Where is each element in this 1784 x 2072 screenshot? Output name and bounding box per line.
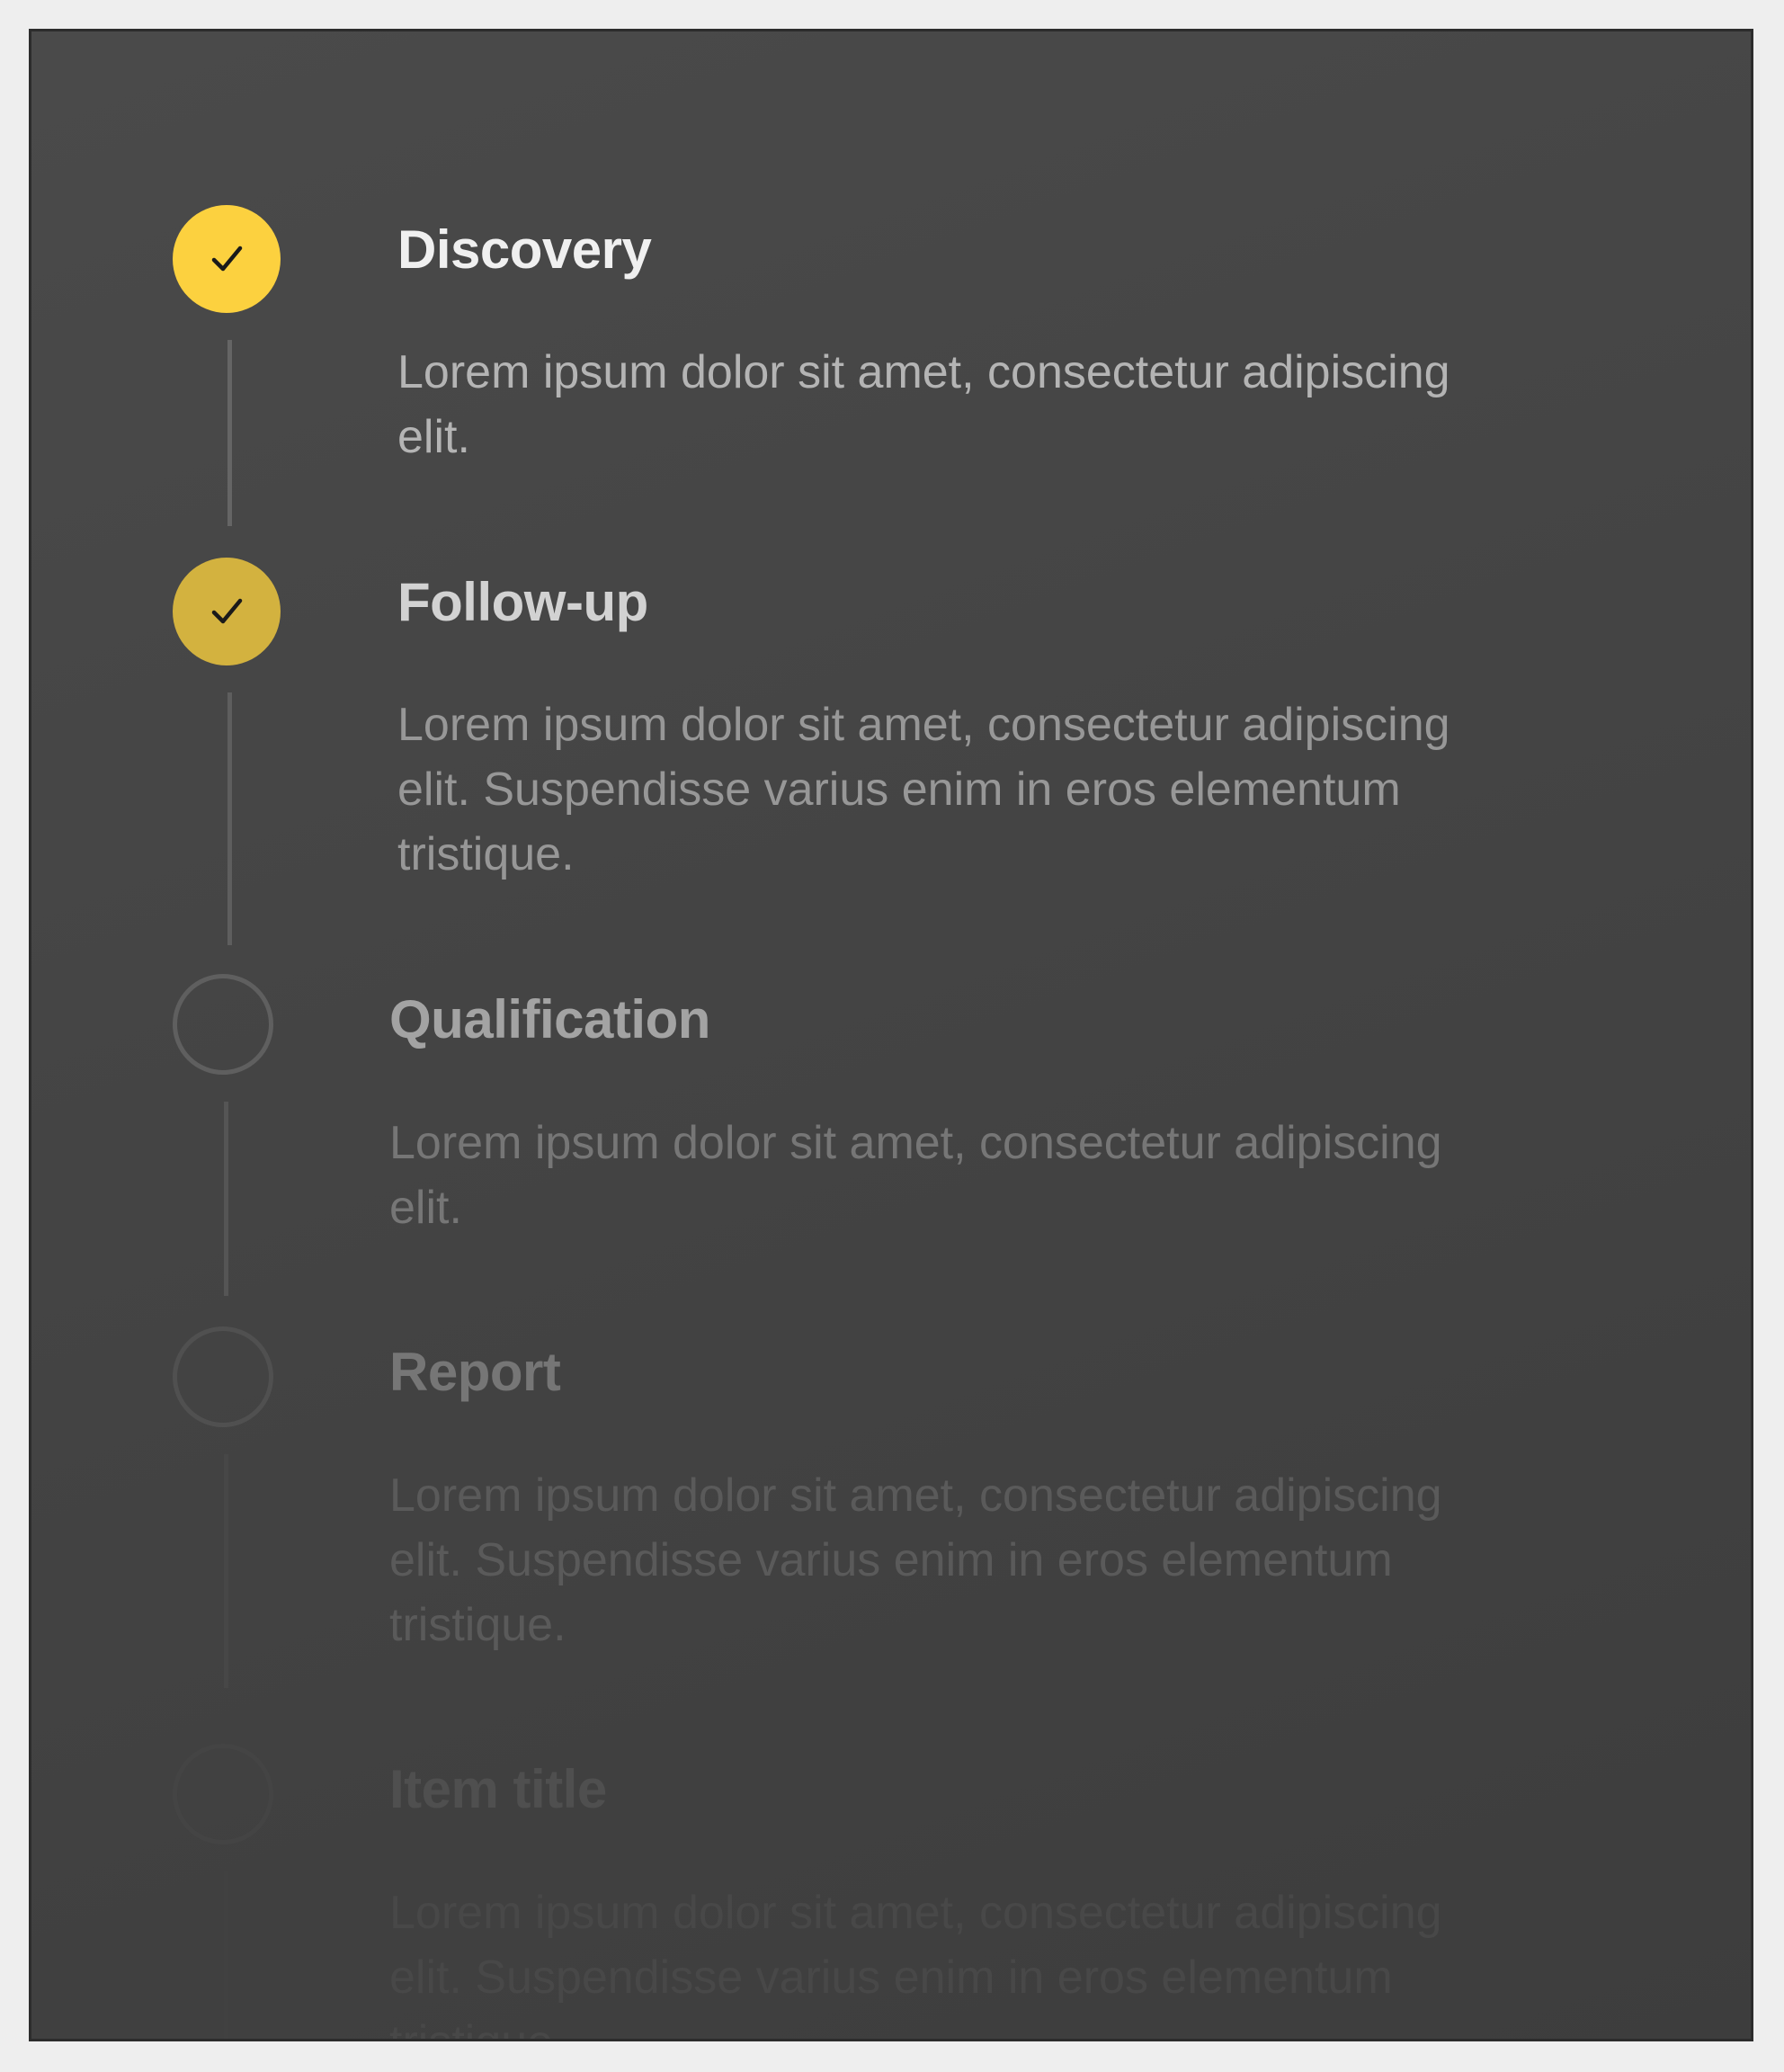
step-status-marker <box>173 1326 273 1427</box>
step-title: Qualification <box>389 989 710 1049</box>
step-connector-line <box>227 340 232 526</box>
step-description: Lorem ipsum dolor sit amet, consectetur … <box>397 346 1450 463</box>
step-status-marker <box>173 974 273 1075</box>
step-status-marker <box>173 558 281 665</box>
timeline-panel: Discovery Lorem ipsum dolor sit amet, co… <box>29 29 1753 2041</box>
step-title: Discovery <box>397 219 652 280</box>
step-title: Item title <box>389 1759 607 1819</box>
step-title: Follow-up <box>397 572 648 632</box>
step-description: Lorem ipsum dolor sit amet, consectetur … <box>389 1887 1442 2039</box>
step-description: Lorem ipsum dolor sit amet, consectetur … <box>397 699 1450 880</box>
step-connector-line <box>224 1454 228 1688</box>
step-description: Lorem ipsum dolor sit amet, consectetur … <box>389 1469 1442 1651</box>
check-icon <box>211 246 243 272</box>
step-status-marker <box>173 205 281 313</box>
step-connector-line <box>227 692 232 945</box>
step-title: Report <box>389 1342 561 1402</box>
step-connector-line <box>224 1102 228 1296</box>
check-icon <box>211 598 243 624</box>
step-status-marker <box>173 1744 273 1844</box>
step-connector-line <box>224 1871 228 2039</box>
step-description: Lorem ipsum dolor sit amet, consectetur … <box>389 1117 1442 1234</box>
